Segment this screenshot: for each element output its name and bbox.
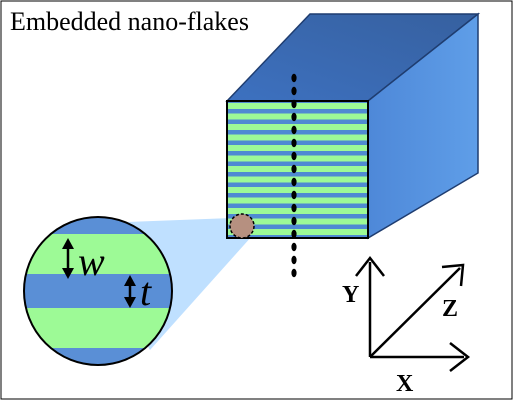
zoom-stripe [24, 308, 172, 348]
z-axis-label: Z [442, 296, 458, 322]
zoom-circle [23, 216, 173, 366]
flake-layer [227, 176, 368, 183]
x-axis-label: X [396, 371, 414, 397]
flake-layer [227, 113, 368, 120]
dot [291, 125, 297, 135]
flake-marker [229, 213, 255, 239]
dot [291, 203, 297, 213]
flake-layer [227, 134, 368, 141]
figure-title: Embedded nano-flakes [10, 7, 249, 36]
dot [291, 268, 297, 278]
flake-layer [227, 197, 368, 204]
t-label: t [140, 269, 152, 314]
flake-layer [227, 155, 368, 162]
dotted-axis-line [291, 73, 297, 278]
block-front-face [226, 100, 369, 239]
zoom-stripe [24, 234, 172, 274]
dot [291, 164, 297, 174]
flake-layer [227, 229, 368, 235]
flake-layer [227, 103, 368, 109]
dot [291, 242, 297, 252]
dot [291, 190, 297, 200]
flake-layer [227, 208, 368, 214]
dot [291, 255, 297, 265]
dot [291, 151, 297, 161]
dot [291, 138, 297, 148]
t-dimension-arrow [124, 275, 136, 308]
w-dimension-arrow [62, 238, 74, 279]
dot [291, 112, 297, 122]
flake-layer [227, 145, 368, 151]
dot [291, 229, 297, 239]
flake-layer [227, 124, 368, 130]
w-label: w [78, 239, 105, 284]
nanoflake-layers [227, 103, 368, 235]
flake-layer [227, 166, 368, 172]
dot [291, 99, 297, 109]
z-axis-arrow [369, 267, 461, 358]
dot [291, 73, 297, 83]
dot [291, 177, 297, 187]
axis-arrows [355, 255, 471, 372]
y-axis-label: Y [342, 282, 359, 308]
flake-layer [227, 187, 368, 193]
dot [291, 216, 297, 226]
dot [291, 86, 297, 96]
flake-layer [227, 218, 368, 225]
